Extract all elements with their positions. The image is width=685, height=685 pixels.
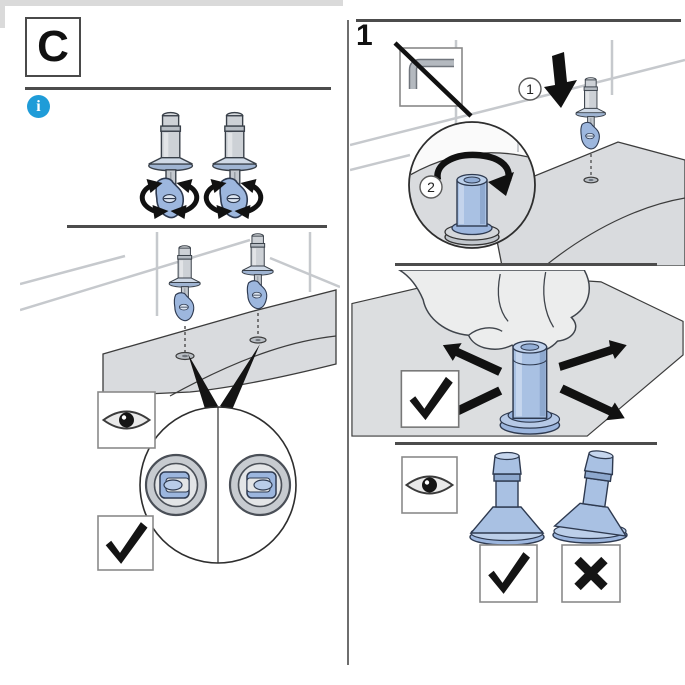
info-icon: i [27, 95, 50, 118]
divider [395, 442, 657, 445]
step-1-badge: 1 [518, 77, 542, 101]
pointer-wedge [188, 354, 218, 412]
anchor-top-view-mirrored [228, 453, 292, 517]
figure-wiggle-test [351, 270, 684, 437]
page-edge-left [0, 0, 5, 28]
anchor-tilted [552, 447, 638, 544]
anchor-bolt [241, 233, 274, 310]
anchor-sleeve [499, 340, 561, 435]
anchor-top-view [144, 453, 208, 517]
magnifier-detail-circle [139, 406, 297, 564]
pointer-wedge [220, 344, 260, 410]
result-bad-box [561, 544, 621, 603]
figure-prepare-anchors [138, 111, 270, 230]
section-label-1: 1 [356, 19, 373, 52]
inspect-box [97, 391, 156, 449]
rotate-arrow-icon [434, 151, 514, 196]
divider [67, 225, 327, 228]
divider [395, 263, 657, 266]
section-label-c: C [25, 17, 81, 77]
svg-text:2: 2 [427, 179, 435, 195]
result-ok-box [400, 370, 460, 428]
divider [356, 19, 681, 22]
ceramic-surface [487, 141, 685, 266]
hand-illustration [397, 270, 590, 354]
anchor-bolt [575, 77, 607, 150]
figure-upright-check [401, 447, 638, 603]
column-divider [347, 20, 349, 665]
step-2-badge: 2 [419, 175, 443, 199]
result-ok-box [479, 544, 538, 603]
svg-text:1: 1 [526, 81, 534, 97]
result-ok-box [97, 515, 154, 571]
anchor-sleeve [444, 173, 500, 246]
ceramic-surface [102, 289, 337, 397]
figure-insert-anchors [20, 232, 340, 571]
no-allen-key-icon [393, 41, 473, 118]
inspect-box [401, 456, 458, 514]
figure-insert-and-tighten: 1 [350, 40, 685, 266]
anchor-upright [469, 451, 545, 546]
anchor-bolt [147, 111, 194, 219]
anchor-bolt [211, 111, 258, 219]
divider [25, 87, 331, 90]
tile-lines [20, 232, 340, 316]
page-edge-top [0, 0, 343, 6]
arrow-down-icon [544, 52, 577, 108]
